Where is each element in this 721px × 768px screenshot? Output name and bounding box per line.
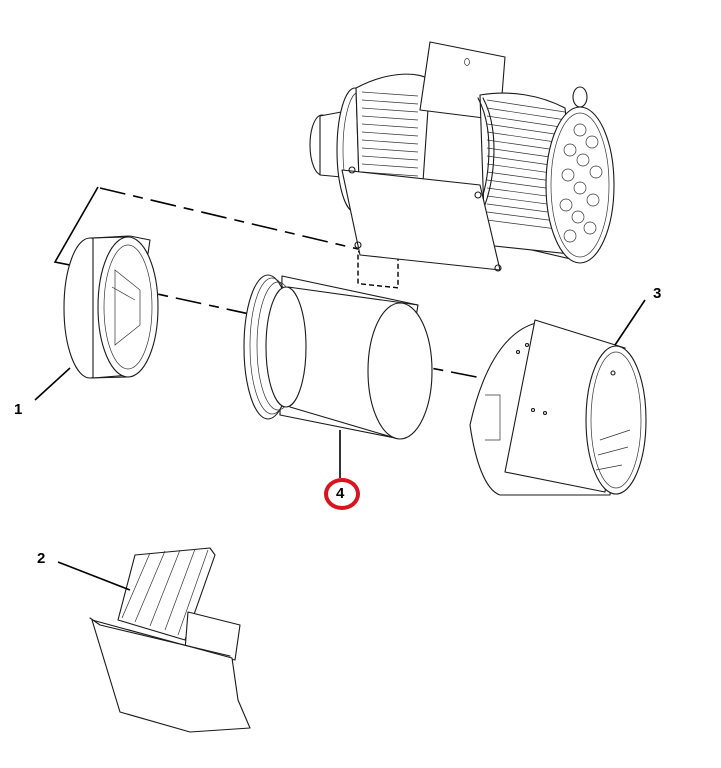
part-2-intake-duct xyxy=(89,547,251,733)
callout-label-3: 3 xyxy=(653,285,662,302)
callout-leader-lines xyxy=(34,299,646,591)
part-4-main-filter-element xyxy=(243,274,433,440)
callout-4-highlight-circle xyxy=(324,478,360,510)
callout-label-1: 1 xyxy=(14,401,23,418)
part-1-end-cap-ring xyxy=(63,235,159,379)
part-3-housing-shell xyxy=(469,319,647,496)
callout-label-2: 2 xyxy=(37,550,46,567)
assembled-air-cleaner-illustration xyxy=(309,41,615,272)
